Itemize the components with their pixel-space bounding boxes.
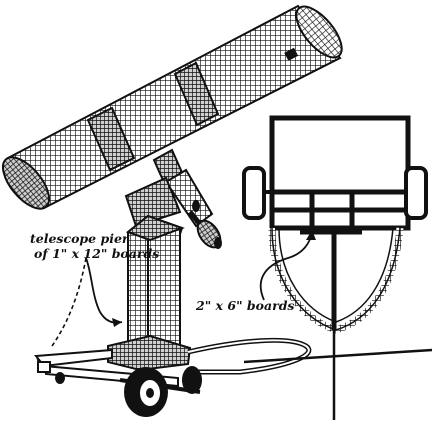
pier-label-line2: of 1" x 12" boards [34,246,160,261]
cart-plan-view [242,115,433,420]
boards-label: 2" x 6" boards [196,298,295,313]
telescope-assembly [1,4,343,417]
boards-leader-line [259,231,313,301]
telescope-tube [1,4,343,210]
pier-label-line1: telescope pier [30,231,129,246]
telescope-pier [107,214,192,372]
pier-leader-line [85,257,123,324]
equatorial-mount [124,148,222,249]
cart-base [34,337,312,417]
